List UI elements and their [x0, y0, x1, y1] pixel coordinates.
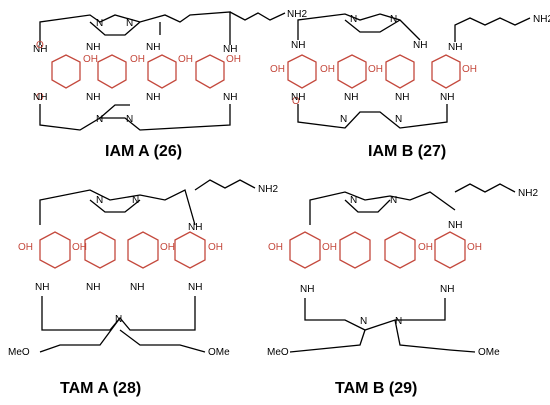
compound-iam-a: N N NH2 NH NH NH NH O O OH OH OH OH NH N…	[33, 9, 307, 160]
amine-n: N	[96, 18, 103, 29]
amine-n: N	[132, 195, 139, 206]
amine-n: N	[350, 14, 357, 25]
amine-n: N	[390, 14, 397, 25]
compound-title: TAM A (28)	[60, 380, 141, 397]
compound-iam-b: N N NH2 NH NH NH OH OH OH OH O NH NH NH …	[270, 13, 550, 160]
amide-nh: NH	[223, 92, 237, 103]
amine-n: N	[115, 314, 122, 325]
pendant-amine: NH2	[518, 188, 538, 199]
amide-nh: NH	[440, 92, 454, 103]
hydroxyl: OH	[83, 54, 98, 65]
pendant-amine: NH2	[287, 9, 307, 20]
amide-nh: NH	[130, 282, 144, 293]
hydroxyl: OH	[467, 242, 482, 253]
amide-nh: NH	[33, 44, 47, 55]
hydroxyl: OH	[226, 54, 241, 65]
carbonyl-o: O	[36, 92, 44, 103]
amide-nh: NH	[33, 92, 47, 103]
compound-title: TAM B (29)	[335, 380, 417, 397]
ether-end: OMe	[208, 347, 230, 358]
amide-nh: NH	[188, 222, 202, 233]
compound-tam-a: N N NH2 NH OH OH OH OH NH NH NH NH N MeO…	[8, 179, 278, 397]
hydroxyl: OH	[178, 54, 193, 65]
carbonyl-o: O	[36, 40, 44, 51]
amine-n: N	[96, 195, 103, 206]
amide-nh: NH	[146, 42, 160, 53]
amide-nh: NH	[86, 282, 100, 293]
amide-nh: NH	[291, 92, 305, 103]
amide-nh: NH	[35, 282, 49, 293]
ether-end: MeO	[8, 347, 30, 358]
hydroxyl: OH	[268, 242, 283, 253]
hydroxyl: OH	[72, 242, 87, 253]
amine-n: N	[390, 195, 397, 206]
amide-nh: NH	[291, 40, 305, 51]
amide-nh: NH	[440, 284, 454, 295]
compound-title: IAM A (26)	[105, 143, 182, 160]
amine-n: N	[360, 316, 367, 327]
hydroxyl: OH	[160, 242, 175, 253]
amide-nh: NH	[413, 40, 427, 51]
amine-n: N	[126, 114, 133, 125]
amine-n: N	[340, 114, 347, 125]
hydroxyl: OH	[208, 242, 223, 253]
ether-end: MeO	[267, 347, 289, 358]
hydroxyl: OH	[270, 64, 285, 75]
amine-n: N	[395, 114, 402, 125]
amide-nh: NH	[86, 92, 100, 103]
amide-nh: NH	[223, 44, 237, 55]
amide-nh: NH	[300, 284, 314, 295]
ether-end: OMe	[478, 347, 500, 358]
hydroxyl: OH	[320, 64, 335, 75]
amine-n: N	[395, 316, 402, 327]
hydroxyl: OH	[462, 64, 477, 75]
hydroxyl: OH	[130, 54, 145, 65]
compound-title: IAM B (27)	[368, 143, 446, 160]
hydroxyl: OH	[418, 242, 433, 253]
amide-nh: NH	[86, 42, 100, 53]
amine-n: N	[350, 195, 357, 206]
amide-nh: NH	[146, 92, 160, 103]
amide-nh: NH	[448, 42, 462, 53]
amide-nh: NH	[188, 282, 202, 293]
amide-nh: NH	[395, 92, 409, 103]
amine-n: N	[96, 114, 103, 125]
hydroxyl: OH	[368, 64, 383, 75]
amide-nh: NH	[448, 220, 462, 231]
pendant-amine: NH2	[533, 14, 550, 25]
compound-tam-b: N N NH2 NH OH OH OH OH NH NH N N MeO OMe…	[267, 183, 538, 397]
amine-n: N	[126, 18, 133, 29]
pendant-amine: NH2	[258, 184, 278, 195]
hydroxyl: OH	[18, 242, 33, 253]
carbonyl-o: O	[292, 96, 300, 107]
amide-nh: NH	[344, 92, 358, 103]
hydroxyl: OH	[322, 242, 337, 253]
